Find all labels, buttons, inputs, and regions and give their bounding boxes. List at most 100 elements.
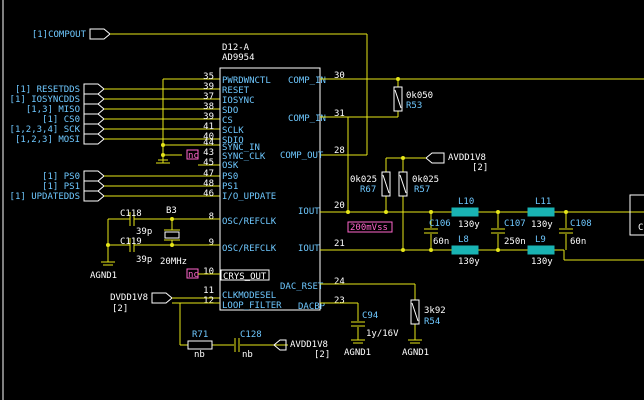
ground-agnd-c94: AGND1 (344, 339, 371, 358)
capacitor-c119[interactable]: C119 39p (120, 237, 152, 265)
svg-text:OSK: OSK (222, 161, 239, 171)
svg-text:20: 20 (334, 201, 345, 211)
svg-text:SCLK: SCLK (222, 126, 244, 136)
resistor-r71[interactable]: R71 nb (187, 330, 213, 360)
ic-ad9954[interactable]: D12-A AD9954 35 PWRDWNCTL 39 RESET 37 IO… (203, 43, 345, 312)
svg-text:COMP_IN: COMP_IN (288, 114, 326, 124)
ic-refdes: D12-A (222, 43, 250, 53)
resistor-r54[interactable]: 3k92 R54 (410, 299, 446, 327)
port-resetdds[interactable]: [1] RESETDDS (15, 83, 105, 95)
port-updatedds[interactable]: [1] UPDATEDDS (10, 190, 105, 202)
svg-text:45: 45 (203, 158, 214, 168)
svg-text:RESET: RESET (222, 86, 250, 96)
capacitor-c94[interactable]: C94 1y/16V (351, 311, 399, 339)
svg-text:PS1: PS1 (222, 182, 238, 192)
svg-text:[2]: [2] (314, 350, 330, 360)
svg-text:250n: 250n (504, 237, 526, 247)
svg-text:39: 39 (203, 112, 214, 122)
capacitor-c118[interactable]: C118 39p (120, 209, 152, 237)
offpage-component: C (638, 223, 643, 233)
svg-text:[1] PS0: [1] PS0 (42, 172, 80, 182)
svg-text:39: 39 (203, 82, 214, 92)
svg-text:L9: L9 (535, 235, 546, 245)
svg-text:60n: 60n (433, 237, 449, 247)
capacitor-c108[interactable]: C108 60n (559, 212, 592, 250)
svg-text:20MHz: 20MHz (160, 257, 187, 267)
resistor-r67[interactable]: 0k025 R67 (350, 171, 391, 197)
svg-text:C108: C108 (570, 219, 592, 229)
svg-text:PS0: PS0 (222, 172, 238, 182)
svg-text:41: 41 (203, 122, 214, 132)
inductor-l10[interactable]: L10 130y (451, 197, 480, 230)
svg-text:CS: CS (222, 116, 233, 126)
port-mosi[interactable]: [1,2,3] MOSI (15, 133, 105, 145)
svg-text:21: 21 (334, 239, 345, 249)
port-cs0[interactable]: [1] CS0 (42, 113, 105, 125)
digital-bus-wires (104, 78, 220, 299)
svg-text:COMP_OUT: COMP_OUT (280, 151, 324, 161)
svg-text:AGND1: AGND1 (90, 271, 117, 281)
svg-text:[1] IOSYNCDDS: [1] IOSYNCDDS (10, 95, 80, 105)
svg-text:130y: 130y (458, 220, 480, 230)
svg-text:nc: nc (188, 151, 199, 161)
svg-text:39p: 39p (136, 255, 152, 265)
svg-text:31: 31 (334, 109, 345, 119)
svg-text:AGND1: AGND1 (402, 348, 429, 358)
svg-text:130y: 130y (531, 220, 553, 230)
inductor-l11[interactable]: L11 130y (527, 197, 555, 230)
svg-text:SDO: SDO (222, 106, 238, 116)
port-compout[interactable]: [1]COMPOUT (32, 28, 367, 40)
svg-text:IOUT: IOUT (298, 244, 320, 254)
svg-text:48: 48 (203, 179, 214, 189)
svg-text:SYNC_CLK: SYNC_CLK (222, 152, 266, 162)
capacitor-c107[interactable]: C107 250n (491, 212, 526, 250)
bias-wires (385, 157, 426, 250)
svg-text:[1] RESETDDS: [1] RESETDDS (15, 85, 80, 95)
port-dvdd1v8[interactable]: DVDD1V8 [2] (110, 292, 173, 314)
svg-text:39p: 39p (136, 227, 152, 237)
resistor-r53[interactable]: 0k050 R53 (393, 86, 433, 112)
svg-text:[1,2,3,4] SCK: [1,2,3,4] SCK (10, 125, 81, 135)
port-ps1[interactable]: [1] PS1 (42, 180, 105, 192)
inductor-l8[interactable]: L8 130y (451, 235, 480, 267)
port-avdd-top[interactable]: AVDD1V8 [2] (425, 152, 488, 173)
svg-text:43: 43 (203, 148, 214, 158)
svg-text:[1,3] MISO: [1,3] MISO (26, 105, 80, 115)
svg-text:10: 10 (203, 267, 214, 277)
resistor-r57[interactable]: 0k025 R57 (398, 171, 439, 197)
inductor-l9[interactable]: L9 130y (527, 235, 555, 267)
svg-text:L8: L8 (458, 235, 469, 245)
crystal-b3[interactable]: B3 20MHz (160, 206, 187, 267)
svg-text:C94: C94 (362, 311, 378, 321)
svg-text:C118: C118 (120, 209, 142, 219)
svg-text:IOSYNC: IOSYNC (222, 96, 255, 106)
svg-text:SDIO: SDIO (222, 136, 244, 146)
svg-text:CRYS_OUT: CRYS_OUT (223, 272, 267, 282)
svg-text:nc: nc (188, 270, 199, 280)
svg-text:0k025: 0k025 (350, 175, 377, 185)
capacitor-c106[interactable]: C106 60n (424, 212, 451, 250)
svg-text:DAC_RSET: DAC_RSET (280, 282, 324, 292)
amplitude-label: 200mVss (347, 221, 393, 233)
port-iosyncdds[interactable]: [1] IOSYNCDDS (10, 93, 105, 105)
svg-text:R71: R71 (192, 330, 208, 340)
svg-text:nb: nb (242, 350, 253, 360)
port-ps0[interactable]: [1] PS0 (42, 170, 105, 182)
svg-text:9: 9 (209, 238, 214, 248)
comparator-wires (320, 78, 644, 261)
svg-text:AVDD1V8: AVDD1V8 (290, 340, 328, 350)
svg-text:47: 47 (203, 169, 214, 179)
svg-text:AVDD1V8: AVDD1V8 (448, 153, 486, 163)
svg-text:[2]: [2] (472, 163, 488, 173)
port-avdd-bottom[interactable]: AVDD1V8 [2] (273, 339, 330, 360)
svg-text:DVDD1V8: DVDD1V8 (110, 293, 148, 303)
port-sck[interactable]: [1,2,3,4] SCK (10, 123, 105, 135)
svg-text:CLKMODESEL: CLKMODESEL (222, 291, 276, 301)
svg-text:1y/16V: 1y/16V (366, 329, 399, 339)
svg-text:40: 40 (203, 132, 214, 142)
svg-text:[1] UPDATEDDS: [1] UPDATEDDS (10, 192, 80, 202)
svg-text:200mVss: 200mVss (350, 223, 388, 233)
capacitor-c128[interactable]: C128 nb (234, 330, 262, 360)
port-miso[interactable]: [1,3] MISO (26, 103, 105, 115)
svg-text:DACBP: DACBP (298, 302, 326, 312)
